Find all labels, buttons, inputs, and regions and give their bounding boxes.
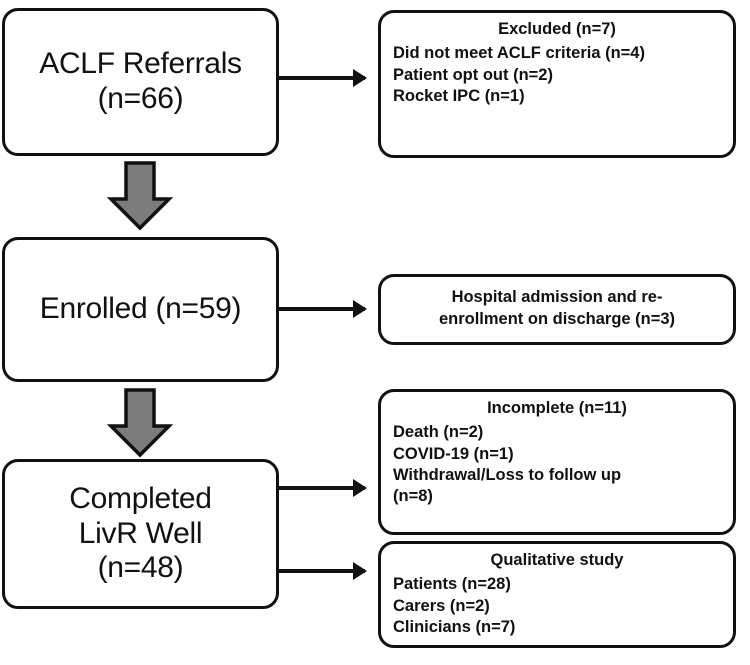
node-aclf-referrals: ACLF Referrals (n=66) (2, 8, 279, 156)
node-hospital-readmission-list: Hospital admission and re- enrollment on… (393, 287, 721, 330)
node-completed-line2: LivR Well (78, 516, 203, 550)
list-item: Withdrawal/Loss to follow up (n=8) (393, 465, 622, 506)
node-qualitative-study: Qualitative study Patients (n=28) Carers… (378, 541, 736, 648)
list-item: Did not meet ACLF criteria (n=4) (393, 44, 645, 63)
node-aclf-referrals-line2: (n=66) (97, 82, 184, 115)
node-completed-livr-well: Completed LivR Well (n=48) (2, 459, 279, 609)
node-excluded: Excluded (n=7) Did not meet ACLF criteri… (378, 10, 736, 158)
node-excluded-list: Did not meet ACLF criteria (n=4) Patient… (393, 43, 721, 107)
node-qualitative-study-title: Qualitative study (490, 551, 624, 569)
node-aclf-referrals-line1: ACLF Referrals (39, 47, 242, 81)
node-incomplete: Incomplete (n=11) Death (n=2) COVID-19 (… (378, 389, 736, 535)
node-qualitative-study-list: Patients (n=28) Carers (n=2) Clinicians … (393, 574, 721, 638)
node-excluded-title: Excluded (n=7) (498, 20, 616, 38)
list-item: Clinicians (n=7) (393, 617, 516, 636)
down-arrow-enrolled-to-completed (107, 388, 173, 458)
list-item: Carers (n=2) (393, 596, 490, 615)
arrow-referrals-to-excluded (279, 76, 365, 80)
list-item: Death (n=2) (393, 423, 484, 442)
arrow-completed-to-incomplete (279, 486, 365, 490)
node-completed-line3: (n=48) (97, 551, 184, 585)
list-item: Rocket IPC (n=1) (393, 86, 525, 105)
node-incomplete-list: Death (n=2) COVID-19 (n=1) Withdrawal/Lo… (393, 422, 721, 508)
list-item: COVID-19 (n=1) (393, 444, 514, 463)
list-item: Hospital admission and re- enrollment on… (438, 288, 676, 328)
node-completed-line1: Completed (69, 481, 212, 515)
node-enrolled-line1: Enrolled (n=59) (39, 292, 242, 326)
list-item: Patient opt out (n=2) (393, 65, 553, 84)
arrow-completed-to-qualitative (279, 569, 365, 573)
list-item: Patients (n=28) (393, 575, 511, 594)
arrow-enrolled-to-readmission (279, 307, 365, 311)
node-hospital-readmission: Hospital admission and re- enrollment on… (378, 274, 736, 345)
node-enrolled: Enrolled (n=59) (2, 237, 279, 382)
down-arrow-referrals-to-enrolled (107, 161, 173, 231)
node-incomplete-title: Incomplete (n=11) (487, 399, 627, 417)
